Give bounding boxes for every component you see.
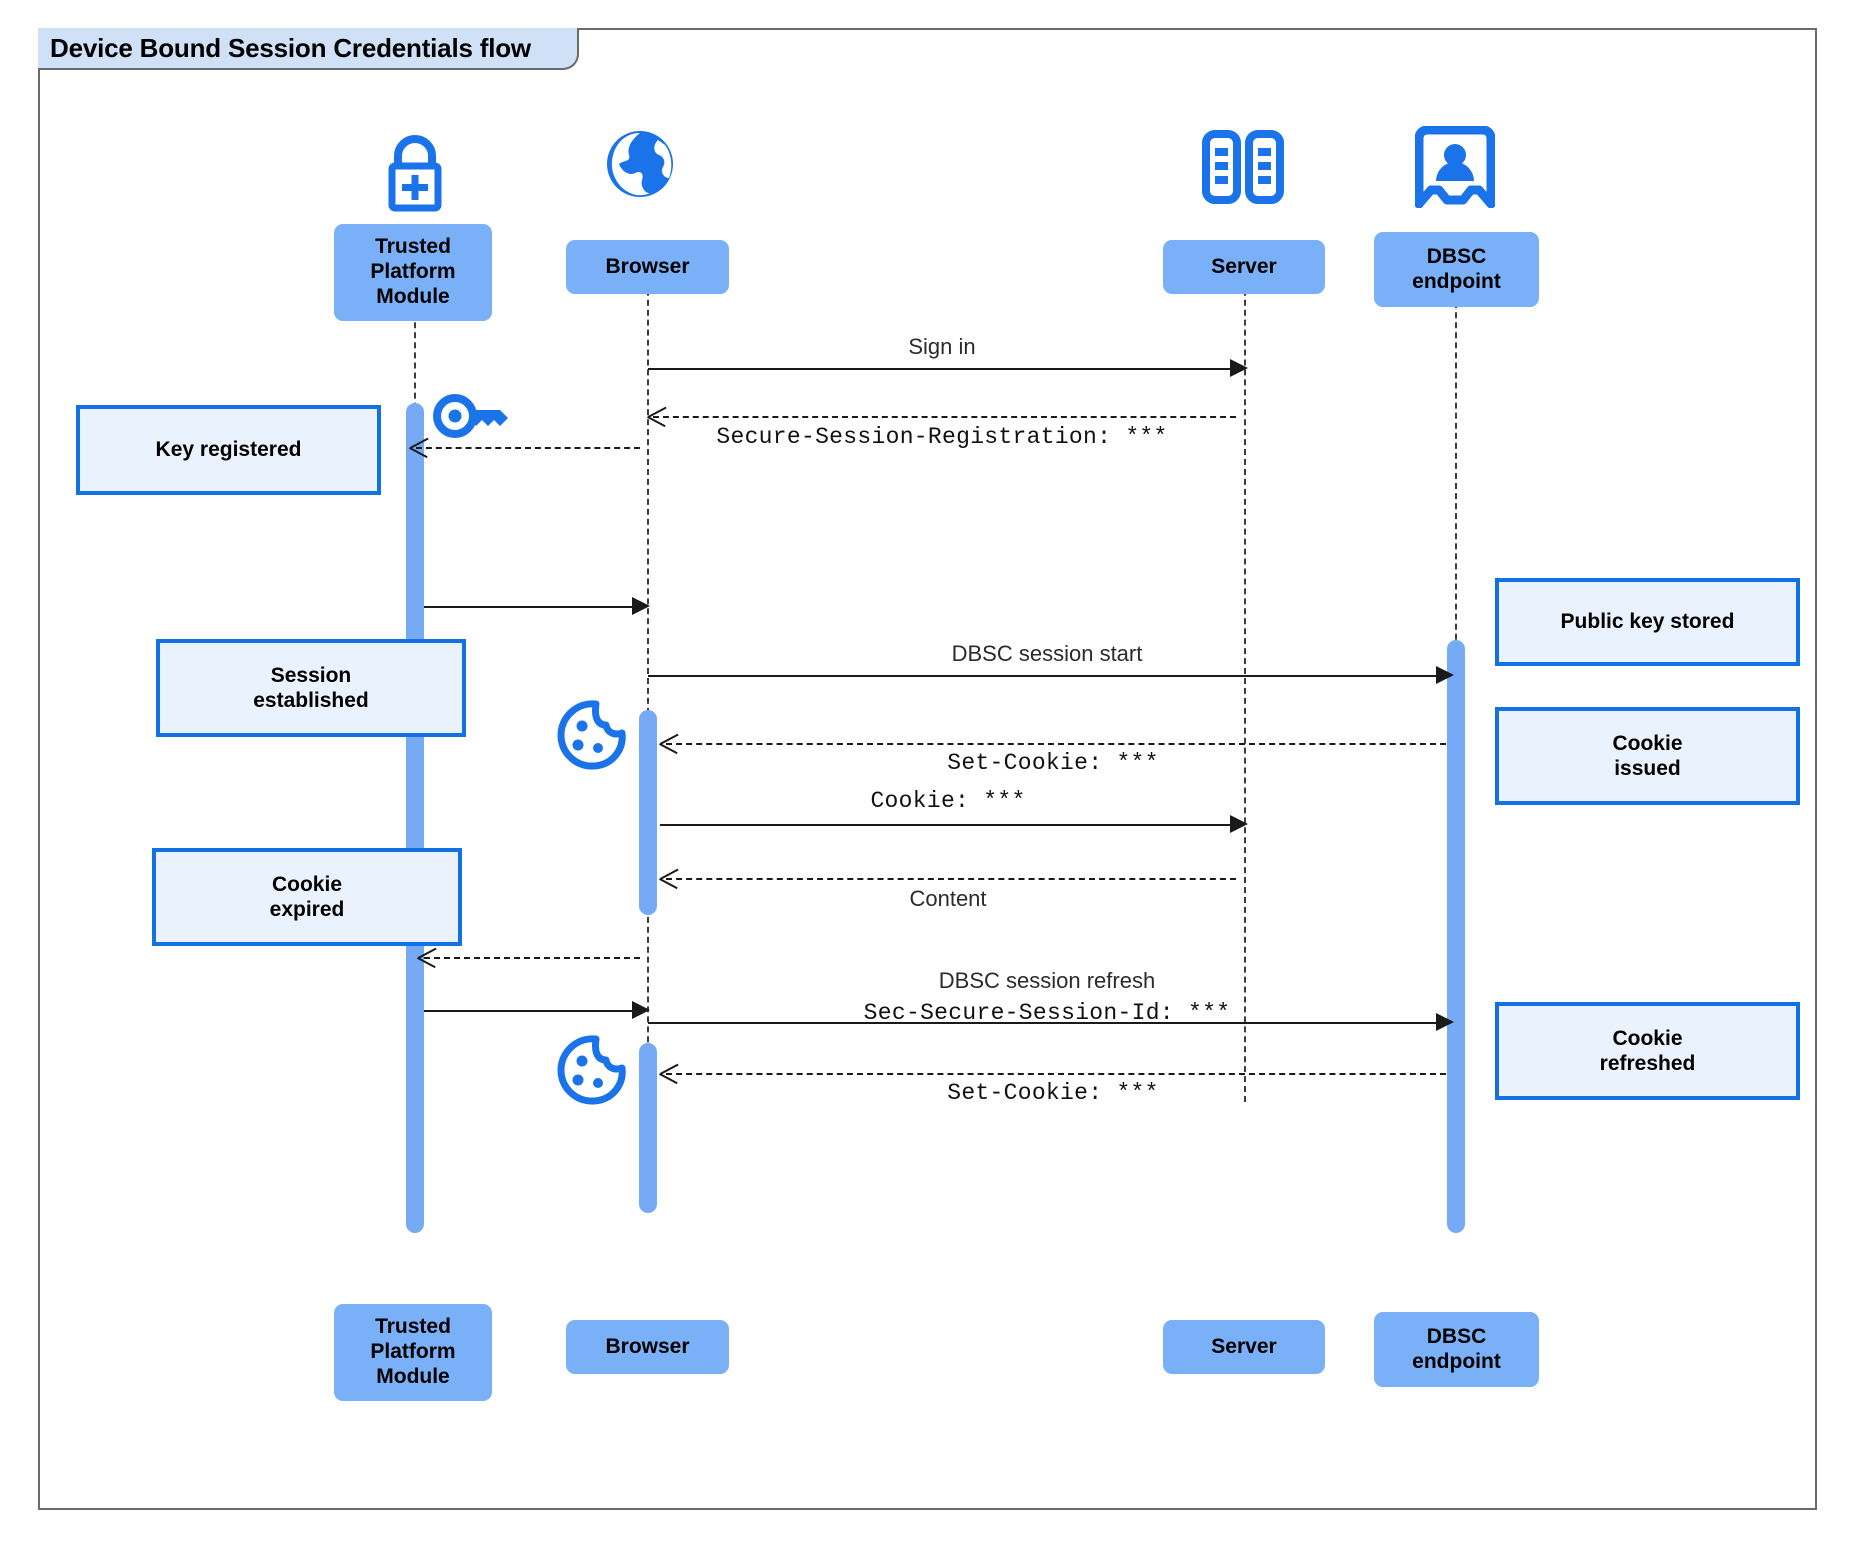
- participant-box-dbsc-top[interactable]: DBSC endpoint: [1374, 232, 1539, 307]
- activation-bar-browser-1: [639, 710, 657, 915]
- arrowhead-open-left: [417, 947, 440, 979]
- participant-box-dbsc-bottom[interactable]: DBSC endpoint: [1374, 1312, 1539, 1387]
- activation-bar-dbsc: [1447, 640, 1465, 1233]
- participant-box-tpm-bottom[interactable]: Trusted Platform Module: [334, 1304, 492, 1401]
- participant-label: Browser: [605, 254, 690, 278]
- note-label-line-1: Cookie: [271, 872, 342, 896]
- participant-label: Server: [1211, 1334, 1277, 1358]
- participant-label: Server: [1211, 254, 1277, 278]
- participant-box-server-bottom[interactable]: Server: [1163, 1320, 1325, 1374]
- note-label-line-2: established: [253, 689, 369, 712]
- message-label-dbsc-session-start: DBSC session start: [951, 641, 1143, 666]
- message-line-key-registered-return: [416, 447, 640, 449]
- note-label-line-2: issued: [1614, 757, 1681, 780]
- message-label-set-cookie-2: Set-Cookie: ***: [947, 1080, 1159, 1106]
- arrowhead-open-left: [409, 437, 432, 469]
- participant-label-line-3: Module: [376, 1364, 450, 1388]
- message-line-secure-session-registration: [653, 416, 1236, 418]
- participant-label-line-1: Trusted: [375, 1315, 451, 1339]
- note-label-line-1: Cookie: [1612, 1026, 1683, 1050]
- message-line-tpm-to-browser: [424, 606, 640, 608]
- participant-label-line-1: DBSC: [1426, 244, 1487, 268]
- message-label-content: Content: [909, 886, 987, 911]
- message-line-set-cookie-2: [666, 1073, 1446, 1075]
- note-cookie-expired: Cookie expired: [152, 848, 462, 946]
- message-line-set-cookie-1: [666, 743, 1446, 745]
- note-cookie-issued: Cookie issued: [1495, 707, 1800, 805]
- participant-box-browser-bottom[interactable]: Browser: [566, 1320, 729, 1374]
- note-label-line-2: expired: [269, 898, 345, 921]
- message-label-sign-in: Sign in: [908, 334, 976, 359]
- note-label: Key registered: [155, 438, 302, 462]
- arrowhead-right: [1436, 1013, 1454, 1031]
- arrowhead-right: [1230, 359, 1248, 377]
- message-label-cookie: Cookie: ***: [870, 788, 1026, 814]
- message-label-sec-secure-session-id: Sec-Secure-Session-Id: ***: [863, 1000, 1231, 1026]
- message-line-cookie: [660, 824, 1236, 826]
- lock-plus-icon: [372, 128, 458, 214]
- message-label-set-cookie-1: Set-Cookie: ***: [947, 750, 1159, 776]
- participant-label-line-2: endpoint: [1412, 1349, 1501, 1373]
- key-icon: [430, 388, 512, 444]
- participant-label-line-2: endpoint: [1412, 269, 1501, 293]
- globe-icon: [600, 124, 680, 204]
- note-label-line-1: Cookie: [1612, 731, 1683, 755]
- participant-label: Browser: [605, 1334, 690, 1358]
- message-label-secure-session-registration: Secure-Session-Registration: ***: [716, 424, 1168, 450]
- message-line-dbsc-session-start: [648, 675, 1446, 677]
- activation-bar-tpm: [406, 403, 424, 1233]
- note-label-line-2: refreshed: [1599, 1052, 1696, 1075]
- participant-label-line-1: DBSC: [1426, 1324, 1487, 1348]
- participant-box-server-top[interactable]: Server: [1163, 240, 1325, 294]
- cookie-icon: [556, 700, 626, 770]
- note-public-key-stored: Public key stored: [1495, 578, 1800, 666]
- note-label: Public key stored: [1560, 610, 1735, 634]
- message-line-browser-to-tpm: [424, 957, 640, 959]
- cookie-icon: [556, 1035, 626, 1105]
- participant-box-browser-top[interactable]: Browser: [566, 240, 729, 294]
- message-line-content: [666, 878, 1236, 880]
- arrowhead-right: [632, 597, 650, 615]
- message-line-dbsc-session-refresh: [648, 1022, 1446, 1024]
- note-session-established: Session established: [156, 639, 466, 737]
- server-racks-icon: [1200, 128, 1286, 208]
- contact-card-icon: [1415, 126, 1495, 208]
- arrowhead-right: [632, 1001, 650, 1019]
- diagram-title: Device Bound Session Credentials flow: [38, 28, 579, 70]
- note-key-registered: Key registered: [76, 405, 381, 495]
- note-label-line-1: Session: [270, 663, 352, 687]
- message-line-sign-in: [648, 368, 1236, 370]
- arrowhead-right: [1230, 815, 1248, 833]
- arrowhead-right: [1436, 666, 1454, 684]
- message-line-tpm-refresh: [424, 1010, 640, 1012]
- participant-label-line-2: Platform: [370, 1340, 456, 1364]
- participant-label-line-2: Platform: [370, 260, 456, 284]
- participant-label-line-1: Trusted: [375, 235, 451, 259]
- participant-label-line-3: Module: [376, 284, 450, 308]
- note-cookie-refreshed: Cookie refreshed: [1495, 1002, 1800, 1100]
- activation-bar-browser-2: [639, 1043, 657, 1213]
- participant-box-tpm-top[interactable]: Trusted Platform Module: [334, 224, 492, 321]
- message-label-dbsc-session-refresh: DBSC session refresh: [938, 968, 1156, 993]
